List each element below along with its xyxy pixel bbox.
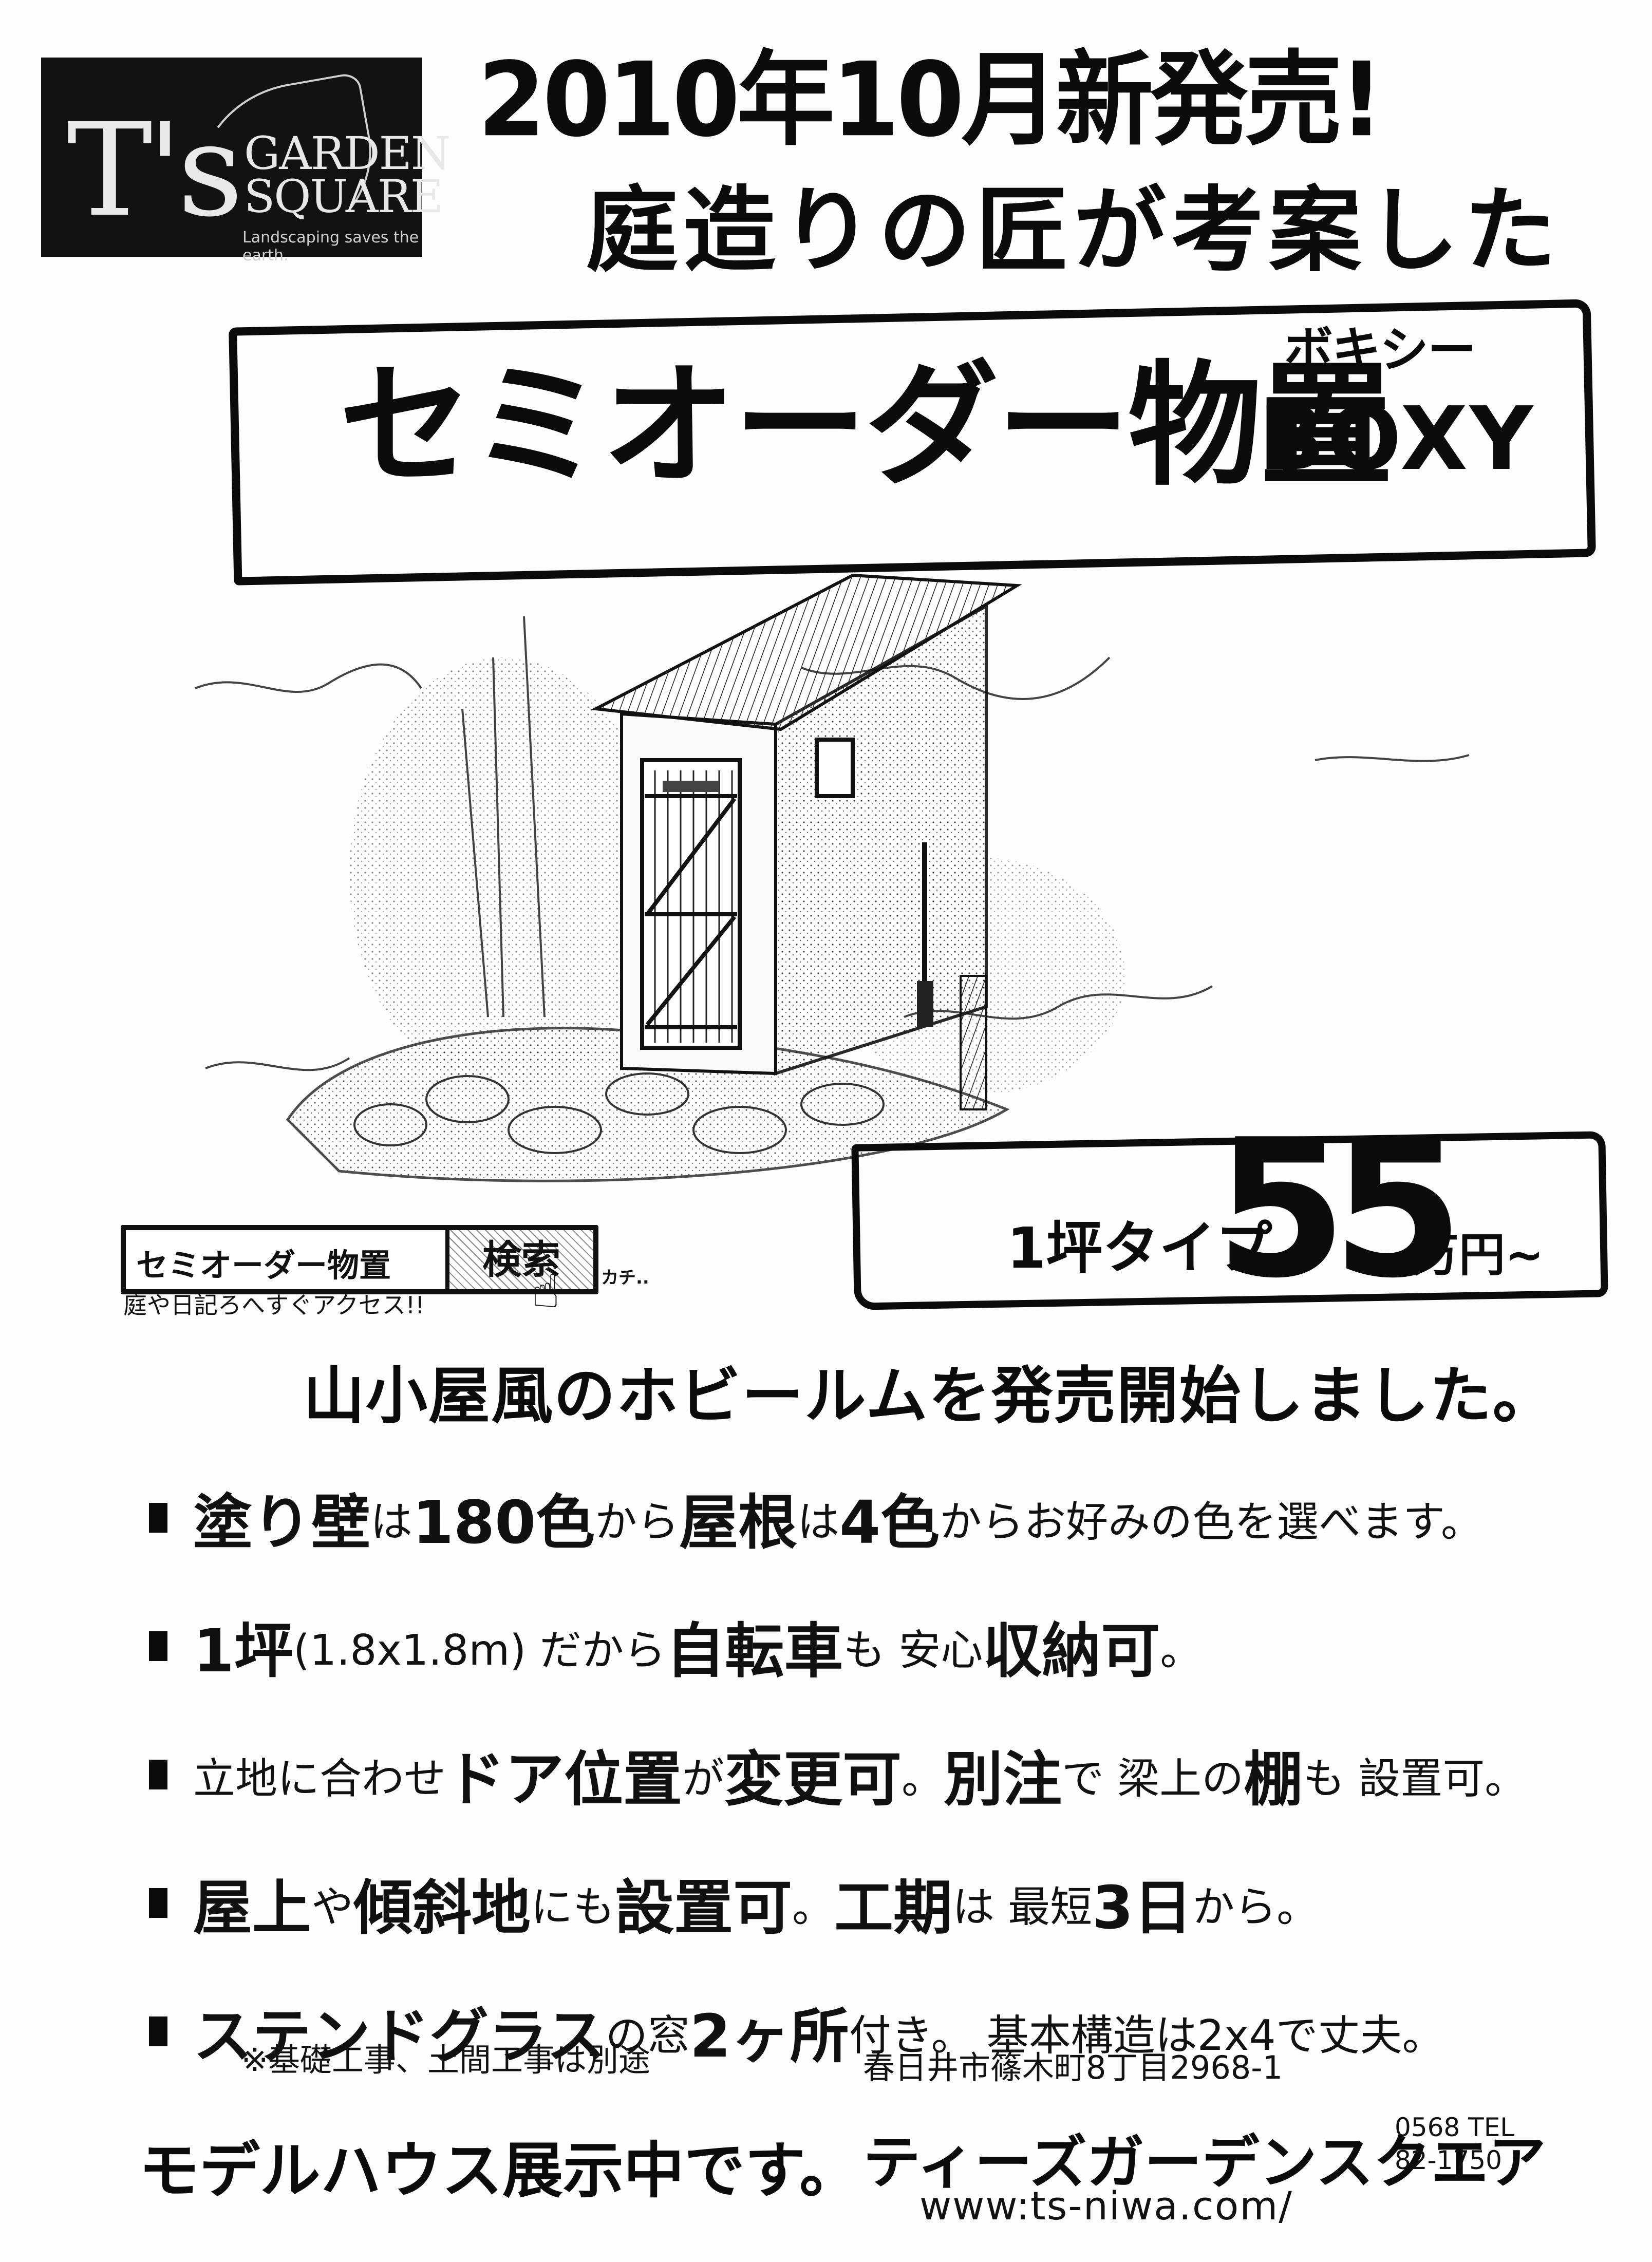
feature-text: 1坪 — [193, 1617, 294, 1686]
search-button[interactable]: 検索 — [445, 1230, 593, 1289]
product-title: セミオーダー物置 — [339, 349, 1393, 504]
feature-item: 屋上や傾斜地にも 設置可。 工期は 最短 3日 から。 — [149, 1839, 1639, 1967]
feature-text: 4色 — [839, 1488, 940, 1557]
phone-number: 0568 TEL 82-1750 — [1395, 2111, 1514, 2177]
phone-area-code: 0568 — [1395, 2113, 1460, 2142]
feature-item: 塗り壁は 180色から 屋根は 4色からお好みの色を選べます。 — [149, 1454, 1639, 1582]
phone-line1: 0568 TEL — [1395, 2111, 1514, 2144]
product-name: BOXY — [1259, 388, 1535, 490]
phone-label: TEL — [1468, 2113, 1515, 2142]
feature-text: 。 — [902, 1754, 944, 1803]
construction-note: ※基礎工事、土間工事は別途 — [241, 2041, 650, 2079]
logo-mark: T's — [67, 96, 243, 245]
price-amount: 55 — [1215, 1099, 1464, 1320]
feature-text: から。 — [1192, 1882, 1319, 1932]
feature-list: 塗り壁は 180色から 屋根は 4色からお好みの色を選べます。 1坪(1.8x1… — [149, 1454, 1639, 2096]
feature-text: は 最短 — [952, 1882, 1093, 1932]
feature-text: ドア位置 — [446, 1745, 683, 1814]
feature-text: も 設置可。 — [1303, 1754, 1527, 1803]
feature-text: 傾斜地 — [353, 1874, 531, 1943]
feature-text: や — [311, 1882, 354, 1932]
feature-text: 別注 — [944, 1745, 1062, 1814]
feature-text: にも — [531, 1882, 615, 1932]
model-house-notice: モデルハウス展示中です。 — [139, 2135, 860, 2206]
feature-text: 180色 — [412, 1488, 595, 1557]
logo-name-line1: GARDEN — [244, 127, 450, 180]
feature-text: 。 — [1160, 1626, 1203, 1675]
feature-item: ステンドグラスの窓 2ヶ所付き。 基本構造は2x4で丈夫。 — [149, 1967, 1639, 2096]
company-address: 春日井市篠木町8丁目2968-1 — [863, 2049, 1283, 2086]
logo-tagline: Landscaping saves the earth. — [242, 229, 419, 265]
search-caption: 庭や日記ろへすぐアクセス!! — [123, 1291, 425, 1319]
bullet-square-icon — [149, 1760, 167, 1789]
headline-subtitle: 庭造りの匠が考案した — [586, 177, 1562, 285]
feature-text: 。 — [792, 1882, 835, 1932]
feature-text: 屋根 — [679, 1488, 798, 1557]
feature-text: は — [370, 1497, 413, 1547]
feature-text: 屋上 — [193, 1874, 312, 1943]
phone-local-number: 82-1750 — [1395, 2145, 1502, 2175]
company-name: ティーズガーデンスクエア — [863, 2129, 1546, 2196]
feature-text: も 安心 — [843, 1626, 983, 1675]
price-type-label: 1坪タイプ — [1007, 1215, 1272, 1281]
search-input[interactable]: セミオーダー物置 — [136, 1247, 391, 1284]
feature-text: 付き。 基本構造は2x4で丈夫。 — [849, 2011, 1444, 2060]
feature-text: 立地に合わせ — [193, 1754, 446, 1803]
feature-text: 工期 — [834, 1874, 953, 1943]
bullet-square-icon — [149, 2016, 167, 2046]
feature-text: 棚 — [1244, 1745, 1303, 1814]
website-link[interactable]: www:ts-niwa.com/ — [919, 2183, 1293, 2229]
brand-logo: T's GARDEN SQUARE Landscaping saves the … — [41, 58, 450, 265]
feature-text: 塗り壁 — [193, 1488, 371, 1557]
bullet-square-icon — [149, 1503, 167, 1533]
click-sound-effect: カチ.. — [601, 1268, 649, 1288]
feature-text: (1.8x1.8m) だから — [293, 1626, 666, 1675]
logo-name: GARDEN SQUARE — [244, 127, 450, 223]
bullet-square-icon — [149, 1631, 167, 1661]
headline-release-date: 2010年10月新発売! — [478, 40, 1384, 160]
shed-illustration — [195, 573, 1470, 1182]
feature-text: が — [682, 1754, 725, 1803]
feature-text: は — [797, 1497, 840, 1547]
feature-text: 2ヶ所 — [689, 2002, 849, 2071]
feature-text: ステンドグラス — [193, 2002, 606, 2071]
feature-text: からお好みの色を選べます。 — [940, 1497, 1483, 1547]
feature-item: 1坪(1.8x1.8m) だから 自転車も 安心 収納可。 — [149, 1582, 1639, 1710]
price-unit: 万円~ — [1413, 1228, 1544, 1282]
logo-name-line2: SQUARE — [244, 170, 443, 223]
feature-text: 収納可 — [983, 1617, 1160, 1686]
feature-text: の窓 — [605, 2011, 690, 2060]
release-tagline: 山小屋風のホビールムを発売開始しました。 — [303, 1361, 1555, 1432]
bullet-square-icon — [149, 1888, 167, 1918]
feature-text: 設置可 — [615, 1874, 793, 1943]
feature-text: 変更可 — [724, 1745, 902, 1814]
search-box: セミオーダー物置 検索 — [121, 1225, 598, 1294]
feature-item: 立地に合わせドア位置が 変更可。 別注で 梁上の棚も 設置可。 — [149, 1710, 1639, 1839]
feature-text: 3日 — [1092, 1874, 1193, 1943]
feature-text: から — [595, 1497, 680, 1547]
feature-text: 自転車 — [666, 1617, 843, 1686]
feature-text: で 梁上の — [1062, 1754, 1244, 1803]
pointing-hand-icon: ☝ — [532, 1265, 560, 1318]
product-name-reading: ボキシー — [1284, 322, 1476, 379]
